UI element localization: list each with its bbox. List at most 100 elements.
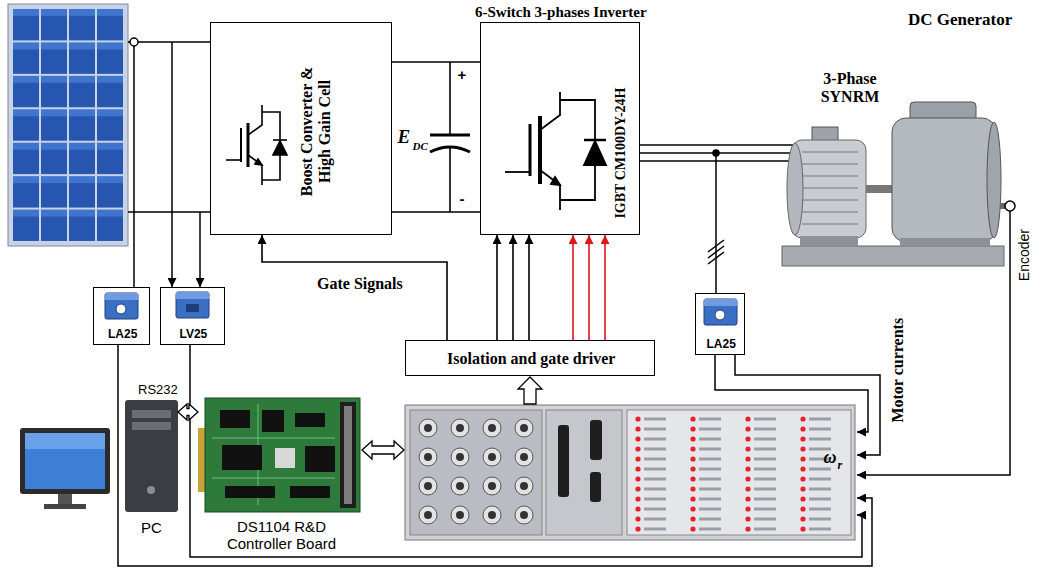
gate-signal-arrow (588, 235, 590, 340)
controller-board: DS1104 R&D Controller Board (198, 395, 365, 515)
motor-phase-wire (708, 240, 724, 252)
motor-phase-wire (708, 252, 724, 264)
board-label: DS1104 R&D Controller Board (207, 518, 357, 553)
igbt-symbol (529, 124, 532, 176)
controller-board (225, 486, 275, 498)
gate-signal-arrow (604, 235, 606, 340)
connector-panel (590, 472, 601, 502)
motor-generator-set (802, 163, 858, 165)
pc-illustration (20, 400, 178, 512)
voltage-symbol: E (398, 126, 411, 148)
motor-phase-wire (713, 150, 719, 156)
controller-board (198, 398, 360, 512)
current-sensor-icon (105, 293, 138, 300)
igbt-symbol (560, 100, 595, 140)
connector-panel (362, 377, 855, 540)
gate-signal-arrow (512, 235, 514, 340)
controller-board (344, 406, 352, 504)
connector-panel (410, 410, 542, 535)
gate-driver-label: Isolation and gate driver (447, 350, 615, 368)
motor-generator-set (900, 238, 990, 246)
signal-name: Gate Signals (317, 275, 403, 293)
motor-phase-wire (640, 145, 795, 293)
controller-board (212, 404, 335, 505)
motor-generator-set (892, 118, 996, 242)
polarity-mark: - (460, 190, 465, 207)
signal-wire (118, 345, 872, 566)
motor-phase-wire (640, 160, 795, 162)
pc-illustration (44, 504, 86, 509)
motor-generator-set (866, 185, 892, 193)
sensor-name: LA25 (707, 338, 736, 352)
igbt-symbol (540, 92, 560, 130)
dc-link-wire (392, 211, 480, 213)
converter-label: Boost Converter & High Gain Cell (298, 56, 335, 206)
motor-generator-set (782, 246, 1004, 266)
solar-panel (8, 4, 128, 246)
voltage-sensor-box: LV25 (160, 287, 225, 345)
current-sensor-icon (715, 310, 725, 320)
controller-board (305, 446, 335, 472)
controller-board (212, 438, 335, 439)
motor-generator-set (802, 152, 858, 224)
speed-subscript: r (838, 459, 843, 473)
motor-generator-set (802, 187, 858, 189)
pv-wire (133, 46, 135, 287)
pv-wire (199, 212, 201, 287)
pv-wire (128, 211, 210, 213)
signal-wire (190, 345, 862, 557)
motor-generator-set (802, 211, 858, 213)
motor-label: 3-Phase SYNRM (809, 70, 891, 107)
motor-generator-set (802, 175, 858, 177)
controller-board (290, 486, 330, 498)
pv-wire (128, 41, 210, 43)
signal-wire (118, 211, 1010, 566)
controller-board (275, 448, 295, 468)
pc-illustration (132, 422, 171, 430)
igbt-symbol (262, 155, 280, 180)
current-sensor-icon (105, 293, 737, 325)
solar-panel (8, 4, 128, 246)
motor-generator-set (787, 143, 803, 235)
controller-board (262, 410, 284, 432)
serial-link-arrow (178, 404, 198, 420)
converter-box: Boost Converter & High Gain Cell (210, 22, 392, 235)
igbt-symbol (540, 170, 560, 210)
dc-link-capacitor (430, 134, 470, 137)
port-name: RS232 (138, 383, 178, 398)
controller-board (212, 478, 335, 479)
igbt-symbol (273, 141, 287, 155)
motor-generator-set (987, 122, 1001, 238)
current-sensor-icon (704, 299, 737, 306)
signal-wire (857, 211, 1010, 475)
sensor-name: LV25 (180, 328, 208, 342)
motor-generator-set (782, 102, 1015, 266)
pc-illustration (132, 410, 171, 418)
pc-illustration (25, 433, 105, 489)
dc-link-capacitor (449, 62, 451, 135)
voltage-sensor-icon (176, 292, 209, 318)
igbt-symbol (248, 105, 262, 135)
pc-illustration (125, 400, 178, 512)
igbt-symbol (551, 177, 560, 185)
motor-phase-wire (715, 153, 717, 293)
voltage-subscript: DC (413, 140, 428, 153)
igbt-symbol (240, 128, 242, 162)
igbt-symbol (248, 155, 262, 185)
igbt-symbol (255, 159, 262, 165)
pc-illustration (25, 433, 105, 449)
controller-board (220, 410, 250, 428)
current-sensor-icon (704, 299, 737, 325)
motor-generator-set (1005, 201, 1015, 211)
controller-board (340, 402, 356, 508)
motor-generator-set (802, 199, 858, 201)
connector-panel (590, 420, 602, 460)
polarity-mark: + (458, 66, 467, 83)
voltage-sensor-icon (176, 292, 209, 318)
computer-label: PC (141, 519, 162, 536)
solar-panel (12, 8, 124, 242)
generator-label: DC Generator (908, 10, 1012, 30)
